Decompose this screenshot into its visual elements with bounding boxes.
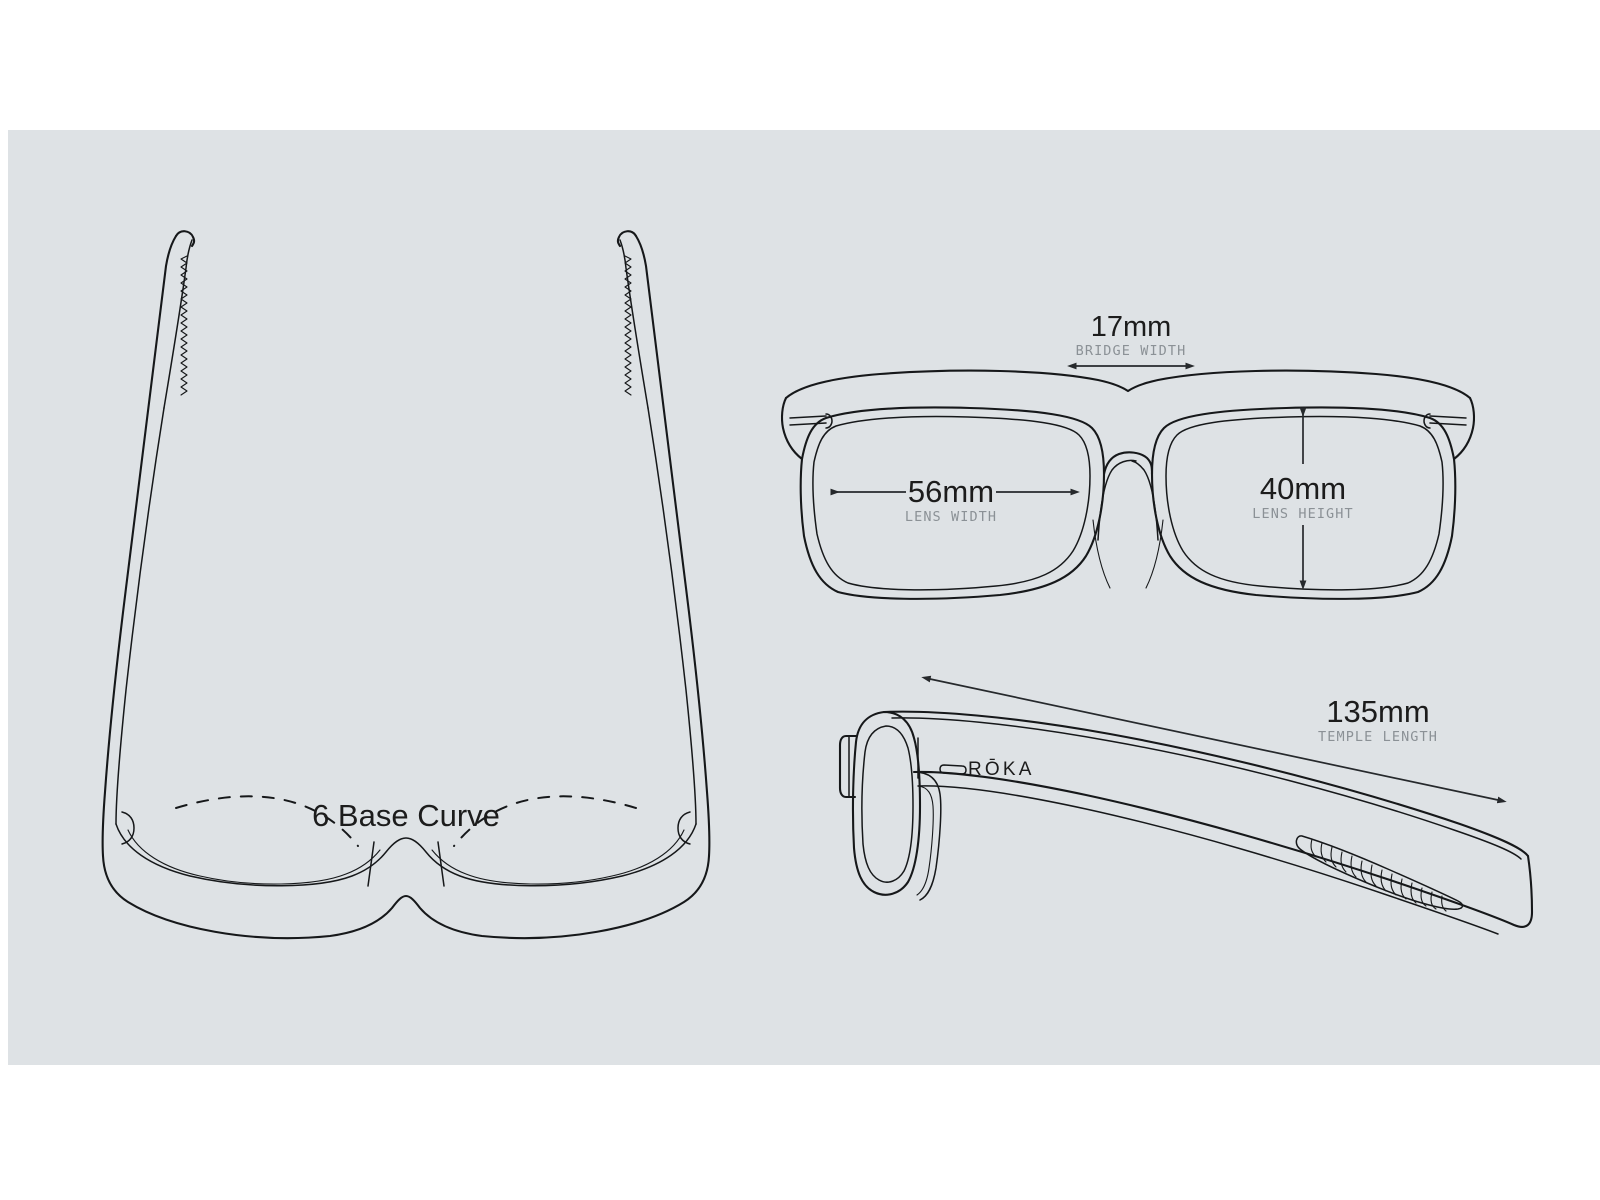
temple-arm-right-inner <box>619 239 649 409</box>
lens-rim-left-inner <box>812 415 1091 591</box>
temple-arm-left-inner <box>163 239 193 409</box>
lens-height-value: 40mm <box>1260 471 1346 506</box>
frame-top-rim-line-right <box>431 829 685 885</box>
lens-width-caption: LENS WIDTH <box>905 509 997 525</box>
base-curve-arc-right <box>453 795 637 847</box>
front-hinge-slot-left <box>789 415 827 419</box>
top-down-view-group: 6 Base Curve <box>101 230 711 940</box>
front-endpiece-left <box>780 396 804 461</box>
temple-arm-left-outer <box>101 234 178 858</box>
temple-grip-ridges-left <box>180 255 188 396</box>
side-view-group: RŌKA 135mm TEMPLE LENGTH <box>838 675 1534 935</box>
temple-tip-left <box>174 230 196 248</box>
front-endpiece-right-edge <box>1423 413 1431 429</box>
bridge-saddle-inner-right <box>1131 460 1159 541</box>
front-browline <box>784 369 1472 400</box>
temple-length-caption: TEMPLE LENGTH <box>1318 729 1438 745</box>
frame-top-rim-line <box>127 829 381 885</box>
nose-pad-right <box>1145 519 1164 589</box>
temple-length-arrow <box>921 675 1507 804</box>
front-endpiece-left-edge <box>825 413 833 429</box>
side-front-rim-outer <box>851 710 922 896</box>
temple-grip-ribs <box>1310 838 1447 912</box>
roka-wordmark: RŌKA <box>968 759 1035 780</box>
front-hinge-slot-left-2 <box>789 422 827 426</box>
bridge-saddle-inner <box>1097 459 1137 541</box>
front-hinge-slot-right-2 <box>1429 422 1467 426</box>
bridge-saddle <box>1102 451 1154 476</box>
temple-arm-left-inner-lower <box>115 407 165 825</box>
temple-tip-right <box>616 230 638 248</box>
bridge-width-caption: BRIDGE WIDTH <box>1076 343 1187 359</box>
temple-length-value: 135mm <box>1326 694 1429 729</box>
lens-rim-right-outer <box>1150 406 1457 600</box>
frame-top-outer-edge <box>101 854 711 940</box>
lens-rim-left-outer <box>799 406 1106 600</box>
temple-arm-right-outer <box>634 234 711 858</box>
hinge-notch-left <box>121 811 135 845</box>
hinge-notch-right <box>677 811 691 845</box>
diagram-canvas <box>8 130 1600 1065</box>
frame-top-inner-edge <box>115 823 697 887</box>
side-temple-bottom-edge <box>912 770 1534 928</box>
lens-rim-right-inner <box>1165 415 1444 591</box>
side-front-rim-inner <box>861 725 914 883</box>
bridge-width-value: 17mm <box>1091 311 1172 343</box>
front-view-group: 17mm BRIDGE WIDTH 56mm LENS WIDTH 40mm L… <box>780 311 1476 600</box>
lens-width-value: 56mm <box>908 474 994 509</box>
nose-saddle-right <box>437 841 445 887</box>
front-endpiece-right <box>1452 396 1476 461</box>
side-hinge-block <box>838 734 858 799</box>
temple-grip-ridges-right <box>624 255 632 396</box>
base-curve-arc-left <box>175 795 359 847</box>
nose-saddle-left <box>367 841 375 887</box>
nose-pad-left <box>1092 519 1111 589</box>
front-hinge-slot-right <box>1429 415 1467 419</box>
base-curve-label: 6 Base Curve <box>312 798 500 833</box>
temple-arm-right-inner-lower <box>647 407 697 825</box>
lens-height-caption: LENS HEIGHT <box>1252 506 1354 522</box>
temple-grip-insert-outline <box>1295 835 1464 910</box>
